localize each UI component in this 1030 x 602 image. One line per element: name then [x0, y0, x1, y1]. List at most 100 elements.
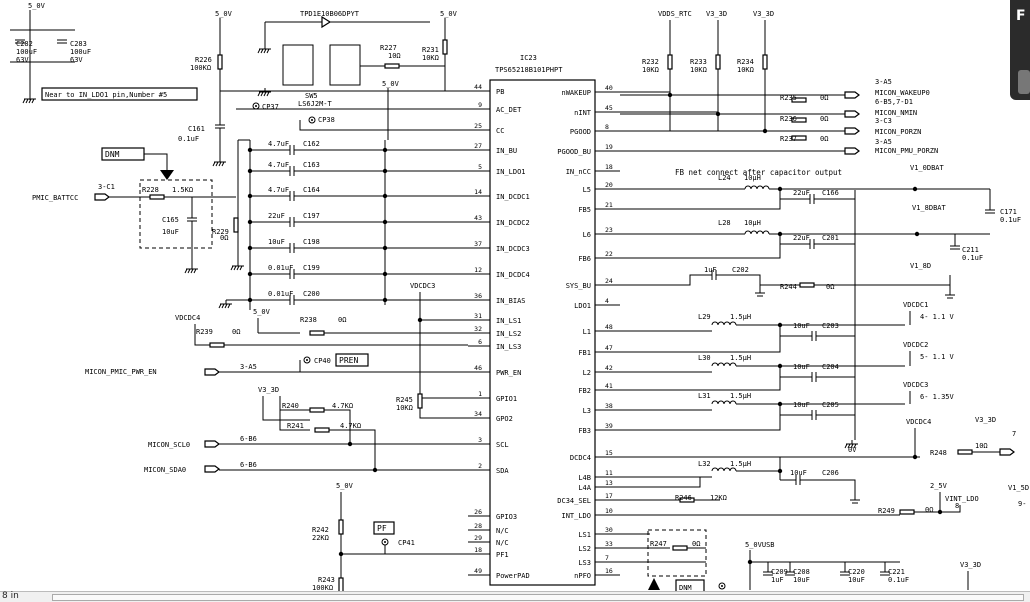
- inductor-ref: L29: [698, 313, 711, 321]
- ic-left-pin-num: 2: [478, 462, 482, 470]
- labels: IC23TPS65218B101PHPTPB44AC_DET9CC25IN_BU…: [16, 2, 1029, 592]
- wire: [620, 366, 781, 391]
- res-value: 0Ω: [925, 506, 933, 514]
- side-panel[interactable]: F: [1010, 0, 1030, 100]
- rail-label: VDCDC3: [903, 381, 928, 389]
- ic-left-pin-name: IN_LDO1: [496, 168, 526, 176]
- ground-symbol: [22, 98, 26, 104]
- cap-value: 63V: [70, 56, 83, 64]
- inductor-value: 1.5μH: [730, 392, 751, 400]
- rail-label: VINT_LDO: [945, 495, 979, 503]
- wire: [419, 408, 468, 419]
- testpoint-ref: CP37: [262, 103, 279, 111]
- rail-label: VDCDC4: [906, 418, 931, 426]
- ic-right-pin-name: L2: [583, 369, 591, 377]
- ic-left-pin-name: IN_BIAS: [496, 297, 526, 305]
- cap-ref: C203: [822, 322, 839, 330]
- junction-dot: [247, 219, 253, 225]
- ic-right-pin-num: 20: [605, 181, 613, 189]
- cap-value: 10uF: [793, 576, 810, 584]
- wire: [194, 324, 210, 346]
- ic-right-pin-num: 13: [605, 479, 613, 487]
- ic-right-pin-name: L1: [583, 328, 591, 336]
- ic-left-pin-num: 3: [478, 436, 482, 444]
- res-ref: R249: [878, 507, 895, 515]
- switch-part: LS6J2M-T: [298, 100, 333, 108]
- ground-symbol: [260, 48, 264, 54]
- ic-left-pin-num: 37: [474, 240, 482, 248]
- horizontal-scrollbar[interactable]: [52, 594, 1024, 601]
- switch-body: [282, 44, 314, 86]
- res-ref: R231: [422, 46, 439, 54]
- ic-left-pin-name: GPIO3: [496, 513, 517, 521]
- rail-label: 5_0V: [440, 10, 458, 18]
- sheet-ref: 3-A5: [875, 138, 892, 146]
- res-value: 0Ω: [820, 115, 828, 123]
- res-value: 4.7KΩ: [340, 422, 361, 430]
- cap-ref: C221: [888, 568, 905, 576]
- res-ref: R247: [650, 540, 667, 548]
- ground-symbol: [853, 443, 857, 449]
- ic-right-pin-num: 45: [605, 104, 613, 112]
- ic-right-pin-name: SYS_BU: [566, 282, 591, 290]
- ground-symbol: [184, 268, 188, 274]
- net-label: MICON_PMU_PORZN: [875, 147, 938, 155]
- rail-label: 5_0V: [28, 2, 46, 10]
- ic-left-pin-num: 43: [474, 214, 482, 222]
- ic-right-pin-name: FB2: [578, 387, 591, 395]
- net-label: MICON_SCL0: [148, 441, 190, 449]
- ic-left-pin-name: N/C: [496, 539, 509, 547]
- diode-symbol: [321, 15, 332, 29]
- cap-value: 10uF: [162, 228, 179, 236]
- res-value: 10KΩ: [737, 66, 754, 74]
- ground-symbol: [850, 443, 854, 449]
- rail-label: V1_0DBAT: [910, 164, 945, 172]
- cap-value: 10uF: [793, 401, 810, 409]
- rail-label: 5_0VUSB: [745, 541, 775, 549]
- res-value: 10KΩ: [396, 404, 413, 412]
- ground-symbol: [844, 443, 848, 449]
- cap-ref: C204: [822, 363, 839, 371]
- wire: [800, 479, 856, 500]
- junction-dot: [347, 441, 353, 447]
- switch-ref: SW5: [305, 92, 318, 100]
- wire: [324, 409, 351, 444]
- resistor-symbol: [309, 330, 325, 336]
- net-label: MICON_PORZN: [875, 128, 921, 136]
- ground-symbol: [218, 161, 222, 167]
- ic-right-pin-num: 11: [605, 469, 613, 477]
- status-bar: 8 in: [0, 591, 1030, 602]
- cap-ref: C206: [822, 469, 839, 477]
- ic-right-pin-name: LDO1: [574, 302, 591, 310]
- wire: [620, 234, 781, 259]
- dnm-tag2-text: DNM: [679, 584, 692, 592]
- cap-value: 100uF: [70, 48, 91, 56]
- ground-symbol: [263, 48, 267, 54]
- resistor-symbol: [715, 54, 721, 70]
- ground-symbol: [221, 161, 225, 167]
- res-ref: R236: [780, 115, 797, 123]
- rail-label: V3_3D: [975, 416, 996, 424]
- junction-dot: [247, 168, 253, 174]
- net-port: [94, 193, 110, 201]
- junction-dot: [382, 168, 388, 174]
- res-value: 12KΩ: [710, 494, 727, 502]
- res-value: 10KΩ: [690, 66, 707, 74]
- ic-right-pin-name: PGOOD_BU: [557, 148, 591, 156]
- res-value: 0Ω: [338, 316, 346, 324]
- ic-right-pin-name: L6: [583, 231, 591, 239]
- res-ref: R245: [396, 396, 413, 404]
- test-point: [255, 105, 257, 107]
- ic-left-pin-name: PF1: [496, 551, 509, 559]
- ic-part: TPS65218B101PHPT: [495, 66, 563, 74]
- ground-symbol: [31, 98, 35, 104]
- resistor-symbol: [799, 282, 815, 288]
- rail-voltage: 4- 1.1 V: [920, 313, 955, 321]
- junction-dot: [382, 271, 388, 277]
- sheet-ref: 3-C1: [98, 183, 115, 191]
- wire: [329, 429, 376, 470]
- ground-symbol: [257, 48, 261, 54]
- wire: [299, 120, 468, 131]
- resistor-symbol: [667, 54, 673, 70]
- cap-value: 22uF: [268, 212, 285, 220]
